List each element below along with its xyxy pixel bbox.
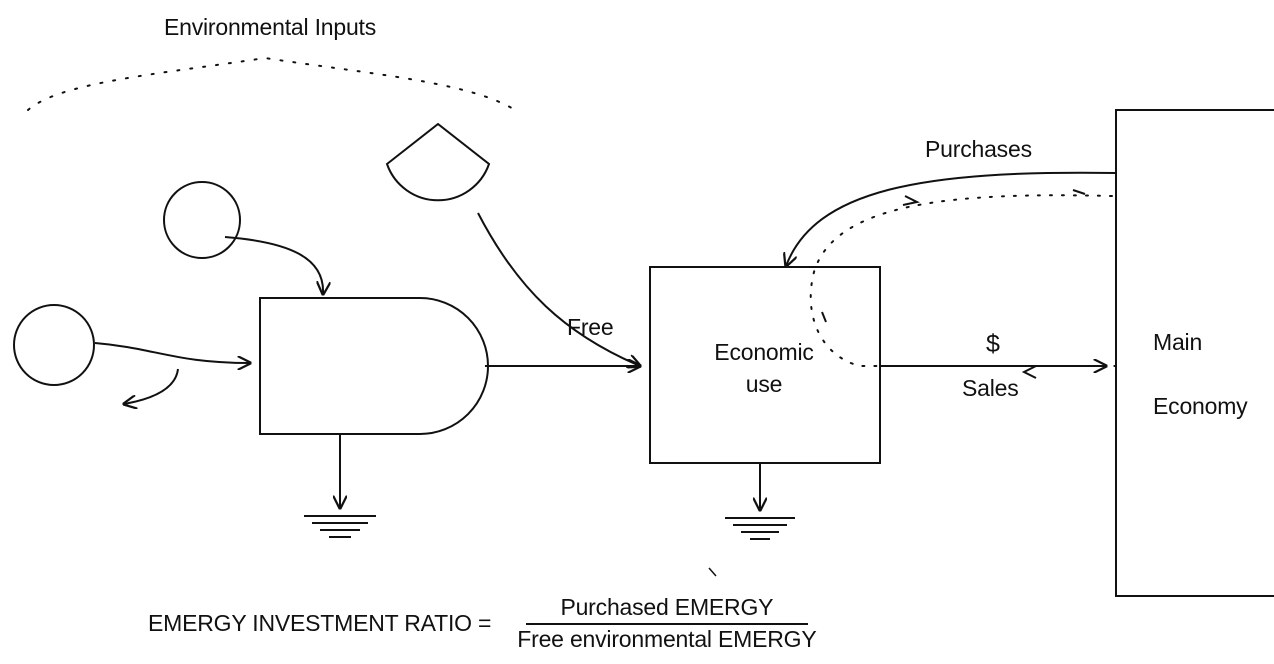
emergy-investment-ratio-formula: EMERGY INVESTMENT RATIO = Purchased EMER… <box>148 596 825 651</box>
free-environmental-emergy-denominator: Free environmental EMERGY <box>517 626 817 652</box>
environmental-inputs-label: Environmental Inputs <box>163 14 377 40</box>
money-flow-arrow-lower <box>1021 365 1037 379</box>
environmental-source-circle-top <box>163 181 241 259</box>
environmental-source-shield <box>385 122 491 202</box>
money-flow-arrow-upper <box>902 195 920 206</box>
economic-use-line-2: use <box>745 371 783 397</box>
main-economy-box <box>1115 109 1274 597</box>
money-flow-loop <box>809 194 1117 367</box>
fraction-bar <box>525 623 808 625</box>
flow-top-circle-to-production <box>224 236 323 294</box>
money-flow-tick-left <box>821 311 827 323</box>
purchases-flow-line <box>786 171 1117 266</box>
decorative-mark <box>708 567 717 577</box>
purchases-label: Purchases <box>925 136 1032 162</box>
emergy-ratio-fraction: Purchased EMERGY Free environmental EMER… <box>509 596 824 651</box>
free-label: Free <box>567 314 614 340</box>
ground-symbol-economic-use <box>725 463 795 540</box>
environmental-inputs-brace <box>27 56 516 111</box>
feedback-arrow-left <box>124 368 179 404</box>
flow-left-circle-to-production <box>94 342 250 363</box>
money-flow-tick-upper <box>1072 189 1086 195</box>
free-flow-line <box>477 212 640 366</box>
dollar-label: $ <box>986 330 1000 358</box>
emergy-investment-ratio-label: EMERGY INVESTMENT RATIO = <box>148 610 492 636</box>
sales-label: Sales <box>962 375 1019 401</box>
environmental-production-unit <box>259 297 489 435</box>
ground-symbol-production <box>304 434 376 538</box>
environmental-source-circle-left <box>13 304 95 386</box>
main-economy-line-2: Economy <box>1153 393 1248 419</box>
economic-use-line-1: Economic <box>714 339 814 365</box>
economic-use-box <box>649 266 881 464</box>
purchased-emergy-numerator: Purchased EMERGY <box>560 594 774 620</box>
main-economy-line-1: Main <box>1153 329 1203 355</box>
